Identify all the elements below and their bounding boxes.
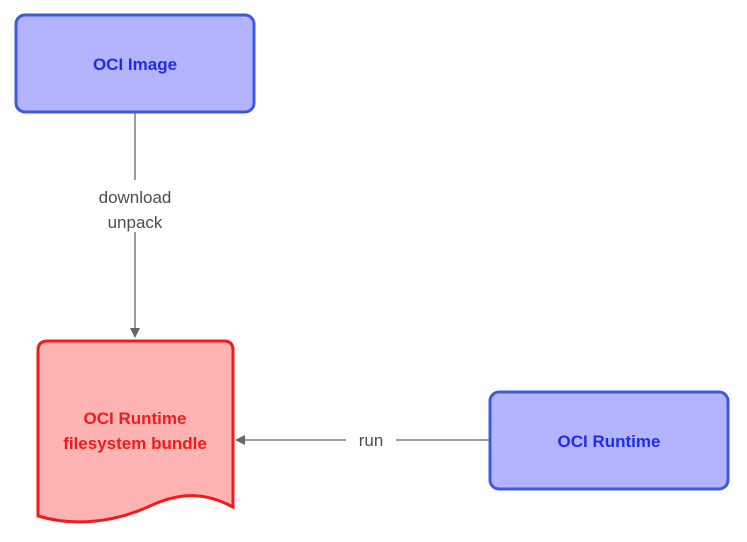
node-filesystem-bundle-label-line1: OCI Runtime [84, 409, 187, 428]
node-oci-image-box [14, 13, 256, 114]
edge-label-download: download [99, 188, 172, 207]
node-oci-runtime[interactable]: OCI Runtime [488, 390, 730, 491]
node-oci-image[interactable]: OCI Image [14, 13, 256, 114]
edge-run: run [235, 431, 490, 450]
edge-label-unpack: unpack [108, 213, 163, 232]
node-oci-runtime-label: OCI Runtime [558, 432, 661, 451]
edge-label-run: run [359, 431, 384, 450]
node-filesystem-bundle[interactable]: OCI Runtime filesystem bundle [36, 339, 235, 524]
node-filesystem-bundle-label-line2: filesystem bundle [63, 434, 207, 453]
node-oci-image-label: OCI Image [93, 55, 177, 74]
node-filesystem-bundle-shape [36, 339, 235, 524]
edge-download-unpack: download unpack [99, 112, 172, 338]
node-oci-runtime-box [488, 390, 730, 491]
